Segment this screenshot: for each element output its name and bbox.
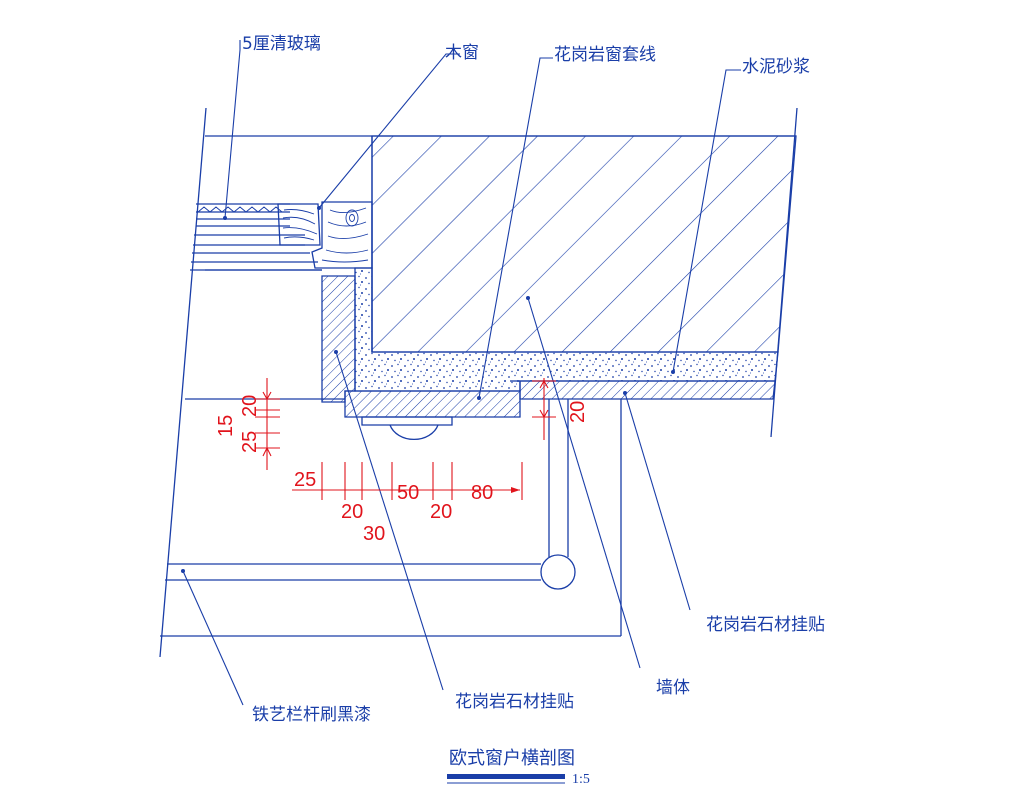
label-granite-clad-right: 花岗岩石材挂贴 — [706, 615, 825, 635]
title-underline — [447, 774, 565, 779]
dim-h-20b: 20 — [430, 501, 452, 523]
label-iron-rail: 铁艺栏杆刷黑漆 — [252, 705, 371, 725]
drawing-title: 欧式窗户横剖图 — [449, 748, 575, 769]
dim-v-15: 15 — [215, 415, 237, 437]
leader-lines — [182, 40, 741, 706]
half-round-moulding — [361, 416, 453, 441]
label-wood-window: 木窗 — [445, 43, 479, 63]
dim-h-20a: 20 — [341, 501, 363, 523]
wall-body — [371, 135, 797, 353]
granite-cladding — [519, 380, 776, 400]
granite-trim-plate — [344, 390, 521, 418]
dim-v-20: 20 — [239, 395, 261, 417]
dim-h-50: 50 — [397, 482, 419, 504]
label-granite-clad-bottom: 花岗岩石材挂贴 — [455, 692, 574, 712]
drawing-scale: 1:5 — [572, 772, 590, 787]
dim-h-25: 25 — [294, 469, 316, 491]
dim-h-80: 80 — [471, 482, 493, 504]
left-boundary-line — [159, 107, 207, 658]
dim-r-20: 20 — [567, 401, 589, 423]
label-granite-trim: 花岗岩窗套线 — [554, 45, 656, 65]
label-wall: 墙体 — [656, 678, 690, 698]
iron-railing — [160, 399, 622, 637]
dim-v-25: 25 — [239, 431, 261, 453]
label-glass: 5厘清玻璃 — [242, 34, 321, 54]
dimension-lines — [255, 378, 556, 500]
dim-h-30: 30 — [363, 523, 385, 545]
label-cement-mortar: 水泥砂浆 — [742, 57, 810, 77]
granite-trim — [321, 275, 356, 403]
